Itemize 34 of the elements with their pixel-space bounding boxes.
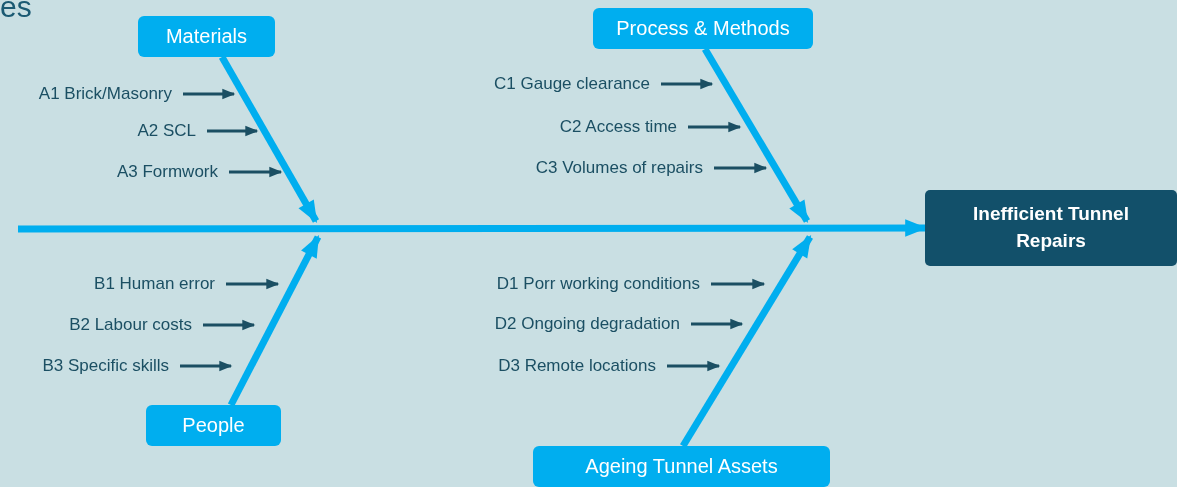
cause-label: D1 Porr working conditions [496, 275, 700, 292]
bone-arrow [227, 235, 322, 407]
arrow [667, 360, 721, 372]
bone-arrow [702, 47, 810, 223]
arrow [203, 319, 256, 331]
cause-label: A2 SCL [137, 122, 196, 139]
bone-arrow [218, 55, 320, 223]
arrow [711, 278, 766, 290]
cause-label: D2 Ongoing degradation [494, 315, 680, 332]
cause-label: A3 Formwork [116, 163, 218, 180]
arrow [714, 162, 768, 174]
category-box: Materials [138, 16, 275, 57]
effect-box: Inefficient Tunnel Repairs [925, 190, 1177, 266]
arrow [207, 125, 259, 137]
cause-label: B1 Human error [94, 275, 215, 292]
arrow [229, 166, 283, 178]
arrow [661, 78, 714, 90]
cause-label: C1 Gauge clearance [494, 75, 650, 92]
cause-label: B3 Specific skills [42, 357, 169, 374]
cause-label: C3 Volumes of repairs [535, 159, 703, 176]
cause-label: B2 Labour costs [69, 316, 192, 333]
category-box: Process & Methods [593, 8, 813, 49]
arrow [180, 360, 233, 372]
title-fragment: es [0, 0, 32, 22]
cause-label: C2 Access time [559, 118, 677, 135]
bone-arrow [680, 235, 813, 448]
arrow [226, 278, 280, 290]
category-box: People [146, 405, 281, 446]
cause-label: A1 Brick/Masonry [38, 85, 172, 102]
cause-label: D3 Remote locations [498, 357, 656, 374]
arrow [183, 88, 236, 100]
arrow [691, 318, 744, 330]
arrow [688, 121, 742, 133]
category-box: Ageing Tunnel Assets [533, 446, 830, 487]
